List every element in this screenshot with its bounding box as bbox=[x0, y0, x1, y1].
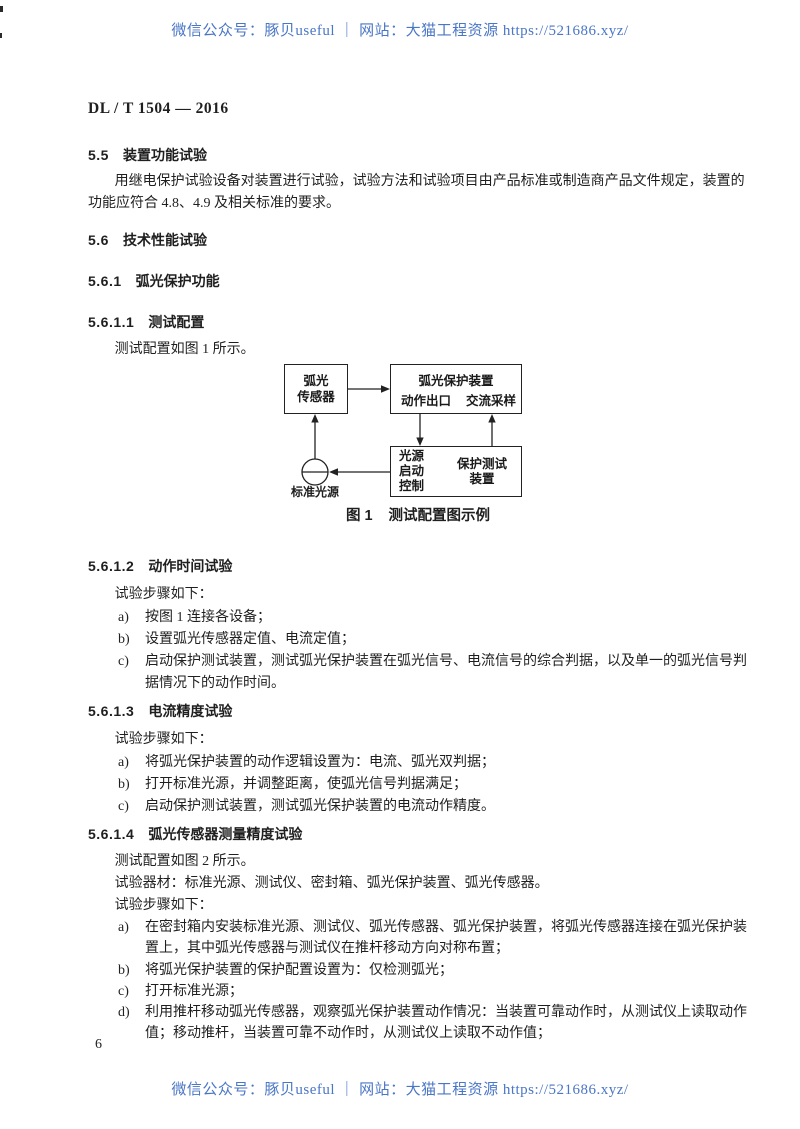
section-heading-5-5: 5.5 装置功能试验 bbox=[88, 145, 748, 165]
section-heading-5-6: 5.6 技术性能试验 bbox=[88, 230, 748, 250]
light-source-symbol bbox=[301, 458, 329, 486]
protection-output-label: 动作出口 bbox=[401, 394, 452, 408]
section-number: 5.6.1.4 bbox=[88, 826, 135, 842]
doc-number: DL / T 1504 — 2016 bbox=[88, 100, 229, 117]
list-item: c) 启动保护测试装置，测试弧光保护装置在弧光信号、电流信号的综合判据，以及单一… bbox=[88, 651, 748, 695]
section-title: 弧光传感器测量精度试验 bbox=[148, 826, 303, 842]
section-title: 测试配置 bbox=[148, 314, 205, 330]
test-device-line2: 装置 bbox=[469, 472, 495, 486]
list-item: c) 打开标准光源； bbox=[88, 981, 748, 1002]
figure-1-caption: 图 1 测试配置图示例 bbox=[88, 504, 748, 525]
figure-1-connections bbox=[301, 385, 496, 486]
section-number: 5.5 bbox=[88, 147, 109, 163]
steps-intro: 试验步骤如下： bbox=[114, 732, 213, 747]
section-number: 5.6.1.2 bbox=[88, 558, 135, 574]
list-item-label: a) bbox=[118, 755, 129, 770]
list-item-text: 利用推杆移动弧光传感器，观察弧光保护装置动作情况：当装置可靠动作时，从测试仪上读… bbox=[145, 1005, 747, 1041]
protection-box-title: 弧光保护装置 bbox=[418, 374, 494, 388]
watermark-top: 微信公众号：豚贝useful ｜ 网站：大猫工程资源 https://52168… bbox=[171, 23, 629, 39]
list-item-label: b) bbox=[118, 632, 130, 647]
list-item: b) 将弧光保护装置的保护配置设置为：仅检测弧光； bbox=[88, 960, 748, 981]
list-item-label: c) bbox=[118, 799, 129, 814]
list-item-text: 打开标准光源，并调整距离，使弧光信号判据满足； bbox=[145, 777, 467, 792]
section-title: 装置功能试验 bbox=[122, 147, 207, 163]
section-number: 5.6.1.3 bbox=[88, 703, 135, 719]
list-item-text: 打开标准光源； bbox=[145, 984, 243, 999]
light-control-line3: 控制 bbox=[399, 479, 425, 493]
arrow-tester-to-light bbox=[329, 468, 390, 476]
list-item: a) 在密封箱内安装标准光源、测试仪、弧光传感器、弧光保护装置，将弧光传感器连接… bbox=[88, 917, 748, 959]
arrow-light-to-sensor bbox=[311, 414, 319, 459]
section-title: 动作时间试验 bbox=[148, 558, 233, 574]
steps-intro: 试验步骤如下： bbox=[114, 587, 213, 602]
list-item-label: b) bbox=[118, 963, 130, 978]
list-item-label: a) bbox=[118, 610, 129, 625]
list-item: b) 设置弧光传感器定值、电流定值； bbox=[88, 629, 748, 651]
list-item-text: 启动保护测试装置，测试弧光保护装置在弧光信号、电流信号的综合判据，以及单一的弧光… bbox=[145, 654, 747, 691]
list-item-label: c) bbox=[118, 654, 129, 669]
list-item-text: 将弧光保护装置的保护配置设置为：仅检测弧光； bbox=[145, 963, 453, 978]
section-title: 弧光保护功能 bbox=[135, 273, 220, 289]
section-heading-5-6-1-4: 5.6.1.4 弧光传感器测量精度试验 bbox=[88, 824, 748, 844]
list-item: a) 将弧光保护装置的动作逻辑设置为：电流、弧光双判据； bbox=[88, 752, 748, 774]
list-item-text: 将弧光保护装置的动作逻辑设置为：电流、弧光双判据； bbox=[145, 755, 495, 770]
light-source-label: 标准光源 bbox=[290, 485, 339, 499]
list-item: a) 按图 1 连接各设备； bbox=[88, 607, 748, 629]
list-item-label: a) bbox=[118, 920, 129, 935]
protection-device-box: 弧光保护装置 动作出口 交流采样 bbox=[390, 364, 522, 414]
list-item-text: 按图 1 连接各设备； bbox=[145, 610, 271, 625]
light-control-label: 光源 启动 控制 bbox=[399, 449, 424, 494]
section-number: 5.6.1 bbox=[88, 273, 122, 289]
section-heading-5-6-1-3: 5.6.1.3 电流精度试验 bbox=[88, 701, 748, 721]
list-item-label: b) bbox=[118, 777, 130, 792]
section-title: 技术性能试验 bbox=[122, 232, 207, 248]
paragraph-config: 测试配置如图 2 所示。 bbox=[114, 854, 255, 869]
arrow-sensor-to-protection bbox=[348, 385, 390, 393]
paragraph-equipment: 试验器材：标准光源、测试仪、密封箱、弧光保护装置、弧光传感器。 bbox=[114, 876, 549, 891]
sensor-box: 弧光 传感器 bbox=[284, 364, 348, 414]
list-item: d) 利用推杆移动弧光传感器，观察弧光保护装置动作情况：当装置可靠动作时，从测试… bbox=[88, 1002, 748, 1044]
figure-caption-number: 图 1 bbox=[345, 508, 373, 524]
scan-artifact bbox=[0, 33, 2, 38]
list-item-label: d) bbox=[118, 1005, 130, 1020]
figure-1-diagram: 弧光 传感器 弧光保护装置 动作出口 交流采样 光源 启动 控制 保护测试 装置… bbox=[88, 358, 748, 508]
protection-ac-label: 交流采样 bbox=[465, 394, 516, 408]
list-item-text: 在密封箱内安装标准光源、测试仪、弧光传感器、弧光保护装置，将弧光传感器连接在弧光… bbox=[145, 920, 747, 956]
list-item-label: c) bbox=[118, 984, 129, 999]
section-heading-5-6-1-1: 5.6.1.1 测试配置 bbox=[88, 312, 748, 332]
section-heading-5-6-1: 5.6.1 弧光保护功能 bbox=[88, 271, 748, 291]
arrow-tester-to-ac bbox=[488, 414, 496, 446]
watermark-bottom: 微信公众号：豚贝useful ｜ 网站：大猫工程资源 https://52168… bbox=[171, 1082, 629, 1098]
section-title: 电流精度试验 bbox=[148, 703, 233, 719]
sensor-box-line1: 弧光 bbox=[303, 374, 329, 388]
light-control-line2: 启动 bbox=[399, 464, 425, 478]
steps-intro: 试验步骤如下： bbox=[114, 898, 213, 913]
page-number: 6 bbox=[95, 1037, 102, 1052]
paragraph-5-5: 用继电保护试验设备对装置进行试验，试验方法和试验项目由产品标准或制造商产品文件规… bbox=[88, 174, 745, 211]
list-item: c) 启动保护测试装置，测试弧光保护装置的电流动作精度。 bbox=[88, 796, 748, 818]
light-control-line1: 光源 bbox=[399, 449, 425, 463]
figure-caption-text: 测试配置图示例 bbox=[388, 508, 491, 524]
sensor-box-line2: 传感器 bbox=[297, 390, 335, 404]
section-number: 5.6.1.1 bbox=[88, 314, 135, 330]
arrow-output-to-tester bbox=[416, 414, 424, 446]
list-item-text: 启动保护测试装置，测试弧光保护装置的电流动作精度。 bbox=[145, 799, 495, 814]
test-device-label: 保护测试 装置 bbox=[443, 457, 521, 487]
list-item: b) 打开标准光源，并调整距离，使弧光信号判据满足； bbox=[88, 774, 748, 796]
scan-artifact bbox=[0, 6, 3, 12]
test-device-box: 光源 启动 控制 保护测试 装置 bbox=[390, 446, 522, 497]
section-number: 5.6 bbox=[88, 232, 109, 248]
list-item-text: 设置弧光传感器定值、电流定值； bbox=[145, 632, 355, 647]
paragraph-5-6-1-1: 测试配置如图 1 所示。 bbox=[114, 342, 255, 357]
test-device-line1: 保护测试 bbox=[456, 457, 507, 471]
section-heading-5-6-1-2: 5.6.1.2 动作时间试验 bbox=[88, 556, 748, 576]
